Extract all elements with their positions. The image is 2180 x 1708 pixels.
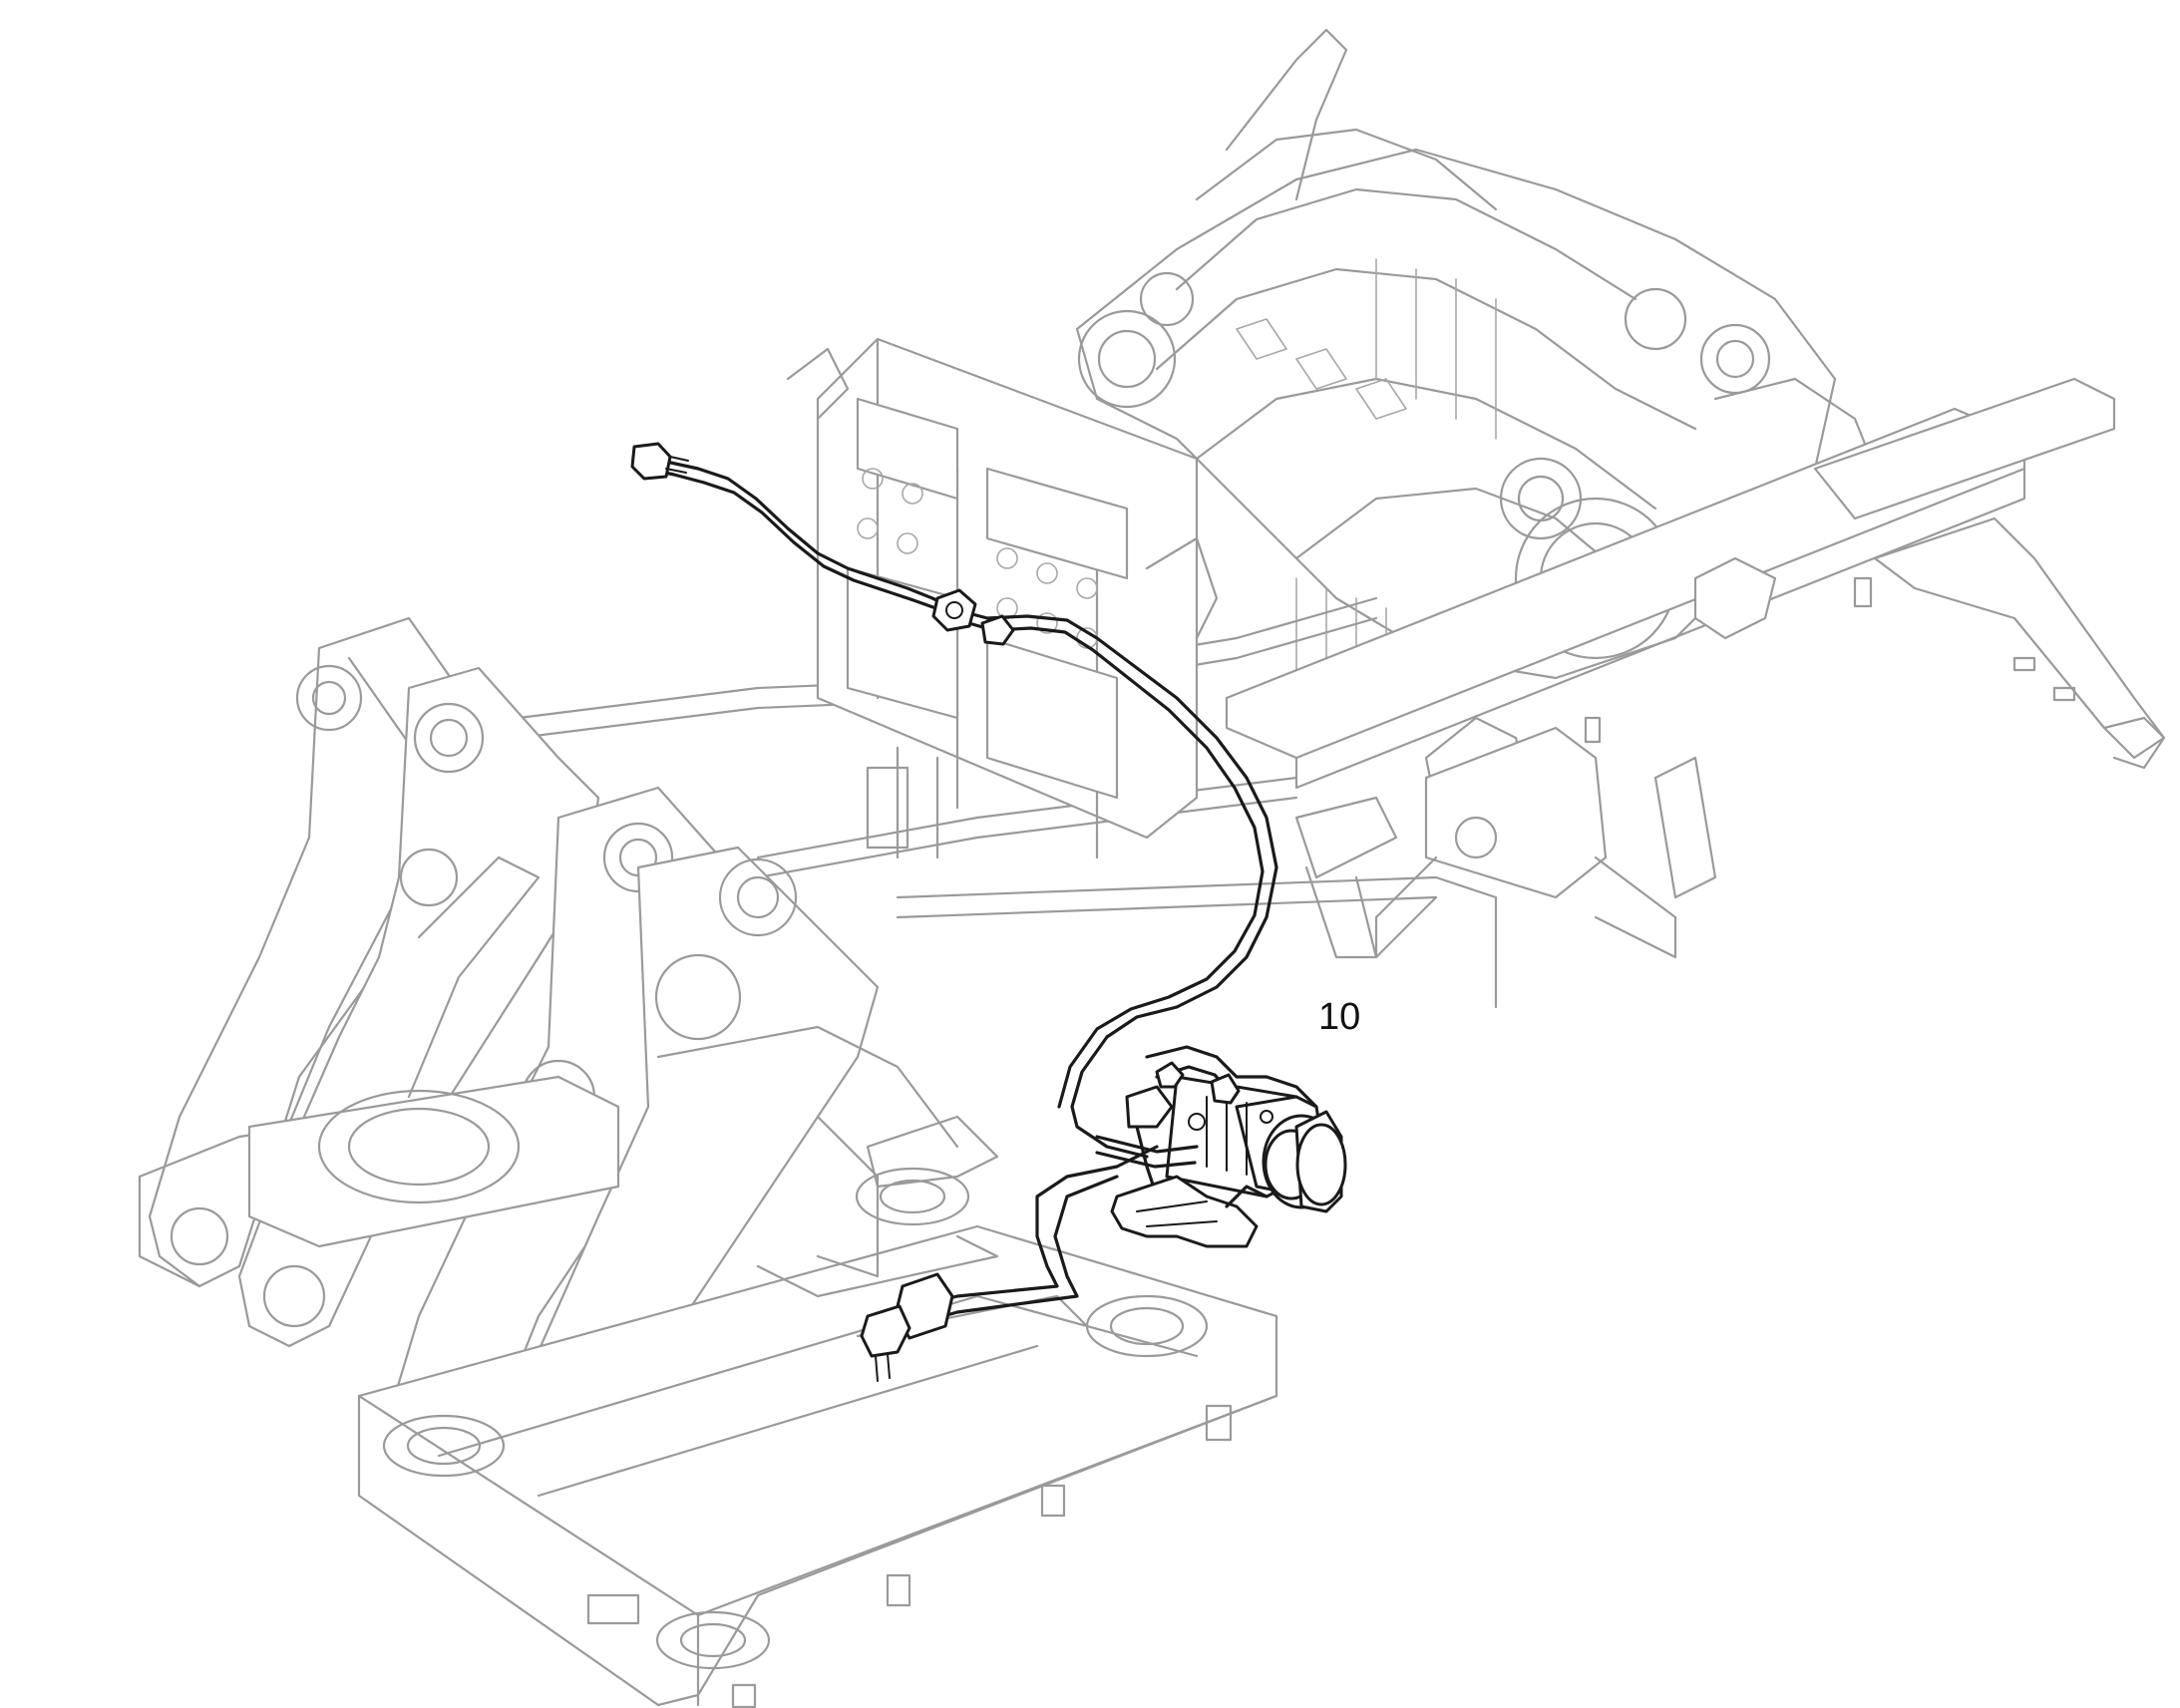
heater-assembly [1095,1045,1347,1248]
valve-block [786,337,1219,859]
rear-frame [1225,377,2166,959]
highlighted-hose-line [630,442,1278,1382]
callout-10: 10 [1318,996,1360,1038]
base-frame [138,1075,1278,1708]
